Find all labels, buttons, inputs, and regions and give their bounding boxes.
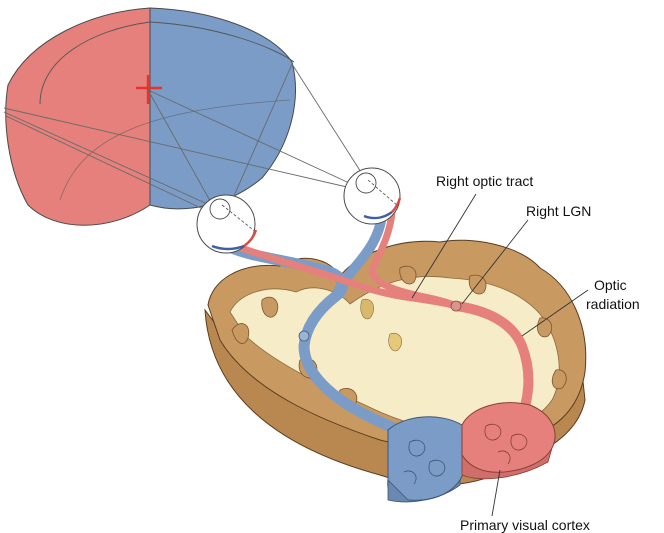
leader-lines (411, 193, 589, 517)
primary-visual-cortex-leader (491, 469, 501, 517)
right-lgn-label: Right LGN (526, 203, 591, 219)
visual-field-lower-contour (59, 99, 291, 201)
right-optic-tract-leader (411, 193, 477, 299)
right-lgn-leader (461, 219, 529, 305)
right-visual-hemifield (149, 7, 296, 210)
left-eye-lens (209, 198, 231, 220)
right-optic-tract-label: Right optic tract (436, 173, 533, 189)
left-retina-blue (211, 244, 245, 251)
left-retina-red (243, 229, 258, 247)
optic-radiation-label-line1: Optic (594, 277, 627, 293)
left-visual-hemifield (5, 7, 151, 226)
right-lgn-node (450, 300, 462, 312)
cortex-folds (484, 423, 528, 465)
right-eye-nerve-blue (331, 209, 387, 301)
visual-field (5, 7, 296, 226)
fixation-cross-icon (136, 75, 162, 104)
visual-field-inner-contour (39, 21, 295, 105)
optic-radiation-label-line2: radiation (586, 296, 640, 312)
left-visual-cortex-blue (387, 416, 471, 501)
left-visual-cortex-blue-side (387, 478, 461, 503)
visual-cortex-blocks (387, 402, 556, 503)
optic-radiation-leader (521, 289, 589, 337)
right-eye-lens (355, 172, 377, 194)
projection-lines (3, 63, 367, 219)
left-eye (196, 194, 258, 254)
right-retina-red (391, 197, 402, 213)
right-visual-cortex-red-side (461, 447, 553, 480)
left-lgn-node (298, 330, 310, 342)
cortex-folds (403, 439, 446, 485)
primary-visual-cortex-label: Primary visual cortex (460, 517, 590, 533)
right-retina-blue (363, 211, 393, 220)
ventricle (388, 332, 402, 352)
right-eye (343, 167, 402, 225)
ventricle (360, 298, 374, 320)
right-eyeball (343, 167, 401, 225)
right-eye-nerve-red (368, 208, 460, 310)
left-eyeball (196, 194, 256, 254)
